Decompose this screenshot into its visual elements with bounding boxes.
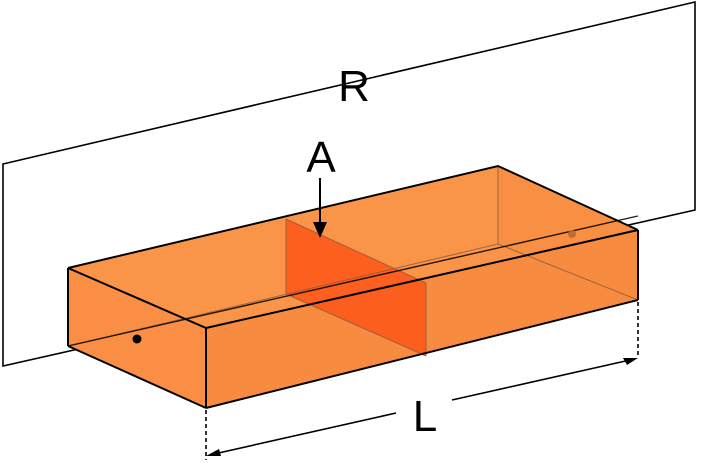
center-axis-line [67,215,639,347]
axis-end-dot-back [568,230,576,238]
dimension-l-arrowhead-left [206,449,221,456]
box-visible-edges [67,164,639,409]
dimension-l-line-right [451,359,631,401]
cross-section-a [286,219,426,356]
arrow-a-head [313,222,327,238]
axis-end-dot-front [132,334,142,344]
label-r: R [338,62,370,111]
box-top-face [68,166,638,328]
label-a: A [306,133,336,182]
dimension-l-line-left [213,412,397,455]
label-l: L [413,392,437,441]
plane-r [2,0,696,368]
dimension-l-arrowhead-right [623,358,638,365]
